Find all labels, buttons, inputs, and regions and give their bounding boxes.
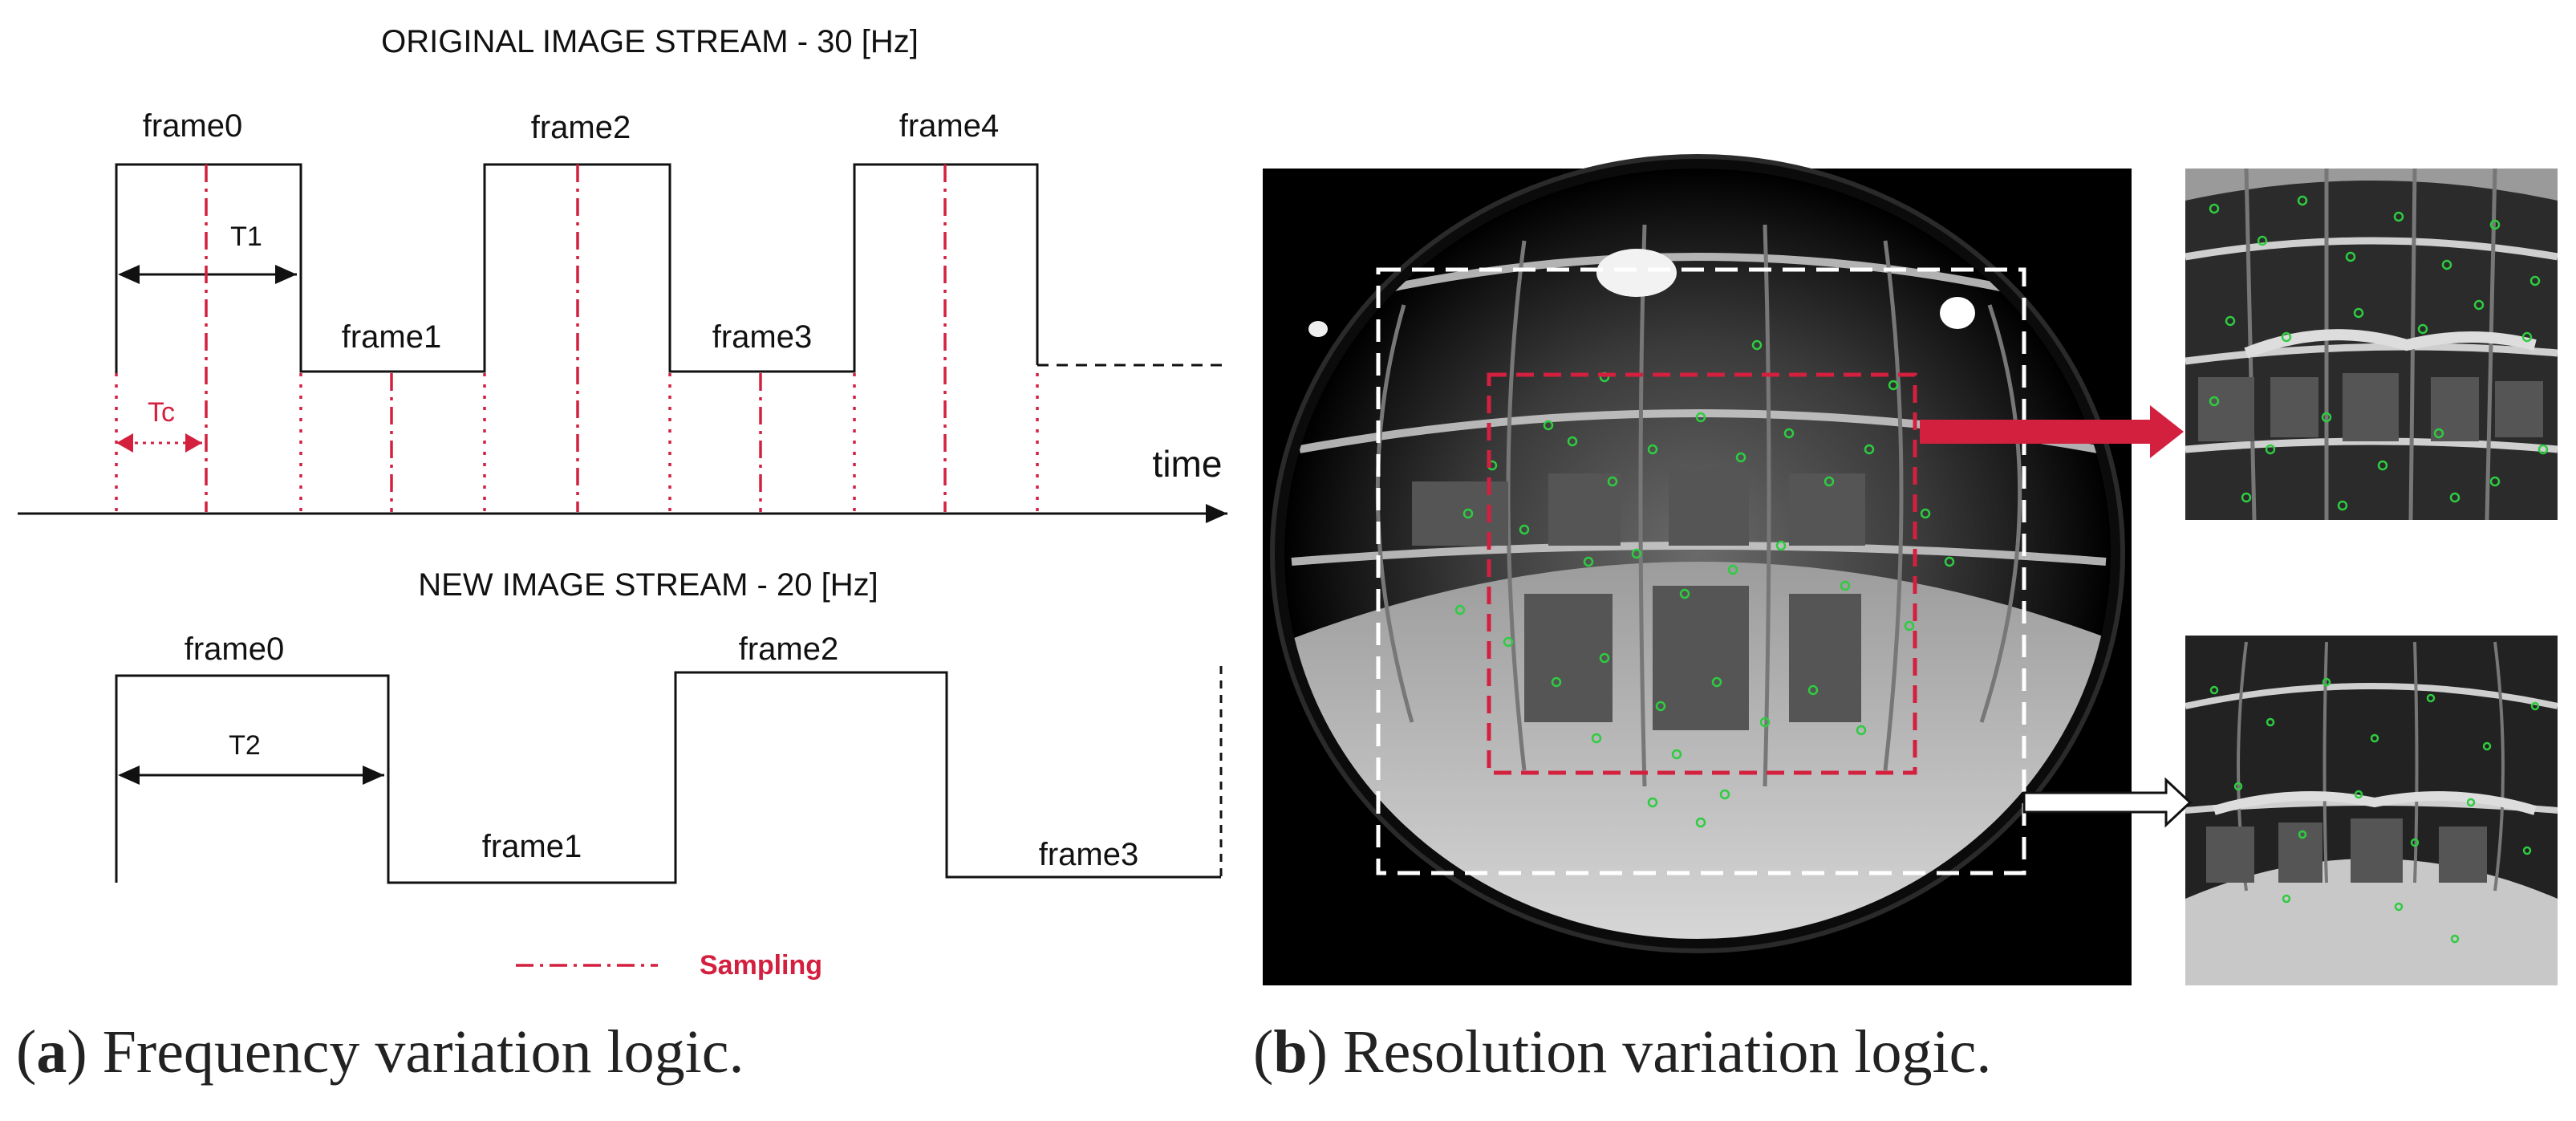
caption-a-letter: a — [36, 1018, 67, 1086]
inner-crop-box — [1487, 372, 1917, 775]
sampling-lines — [115, 164, 1039, 512]
resolution-diagram — [1263, 154, 2558, 985]
new-stream-title: NEW IMAGE STREAM - 20 [Hz] — [418, 567, 878, 603]
time-axis-label: time — [1153, 443, 1223, 485]
feature-points — [1454, 339, 1955, 828]
tc-label: Tc — [148, 397, 175, 428]
t1-label: T1 — [230, 221, 262, 252]
outer-crop-box — [1376, 267, 2026, 875]
caption-b-letter: b — [1273, 1018, 1308, 1086]
inner-crop-arrow — [1920, 405, 2184, 458]
new-stream-waveform — [115, 671, 1221, 884]
legend-sampling-label: Sampling — [700, 950, 822, 981]
caption-b: (b) Resolution variation logic. — [1253, 1018, 1992, 1086]
legend: Sampling — [516, 950, 822, 981]
outer-crop-arrow — [2022, 777, 2193, 828]
caption-a: (a) Frequency variation logic. — [16, 1018, 744, 1086]
t2-label: T2 — [229, 730, 261, 761]
caption-b-text: Resolution variation logic. — [1342, 1018, 1992, 1086]
original-frame1-label: frame1 — [342, 319, 442, 355]
original-frame2-label: frame2 — [531, 110, 631, 145]
new-frame0-label: frame0 — [185, 632, 285, 667]
fisheye-image — [1263, 154, 2132, 985]
original-frame0-label: frame0 — [143, 108, 243, 144]
original-frame3-label: frame3 — [712, 319, 813, 355]
original-frame4-label: frame4 — [899, 108, 1000, 144]
original-stream-title: ORIGINAL IMAGE STREAM - 30 [Hz] — [381, 24, 919, 59]
inner-crop-thumbnail — [2185, 169, 2558, 520]
frequency-diagram: ORIGINAL IMAGE STREAM - 30 [Hz] frame0 f… — [18, 24, 1227, 981]
new-frame1-label: frame1 — [482, 829, 582, 864]
new-frame3-label: frame3 — [1039, 837, 1139, 872]
new-frame2-label: frame2 — [739, 632, 839, 667]
caption-a-text: Frequency variation logic. — [102, 1018, 744, 1086]
outer-crop-thumbnail — [2185, 636, 2558, 985]
